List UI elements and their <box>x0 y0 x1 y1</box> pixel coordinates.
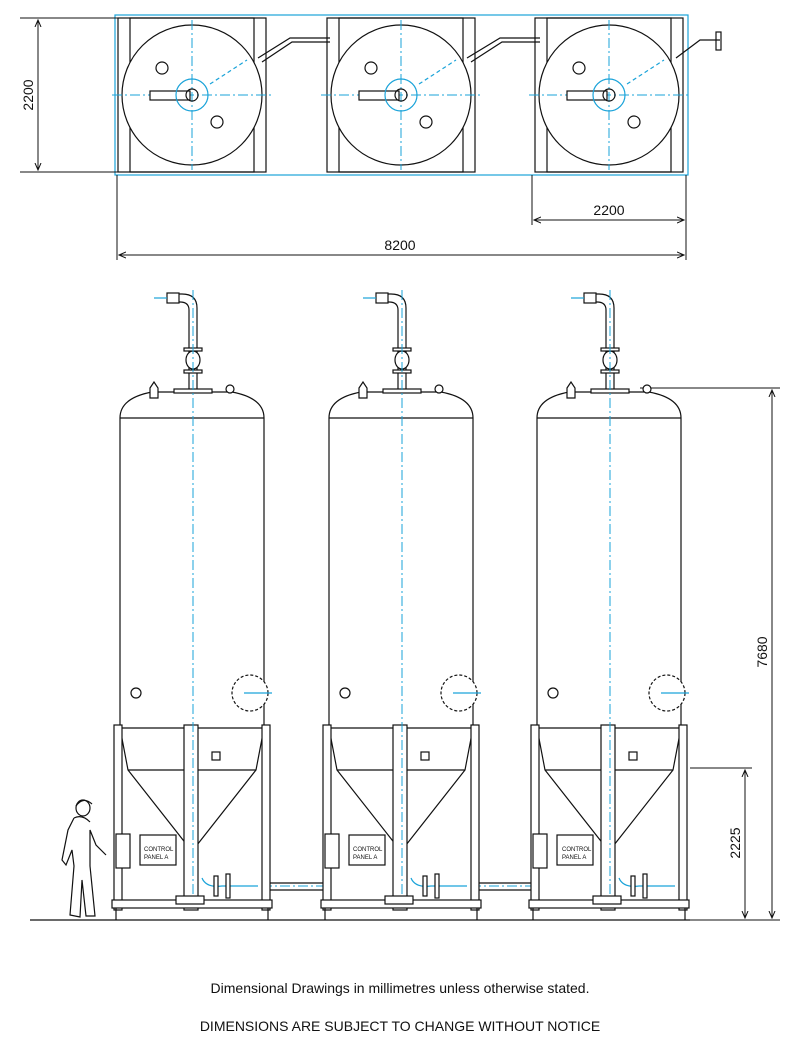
bottom-flange <box>434 873 440 899</box>
plan-arm <box>566 90 608 101</box>
tank-leg <box>470 724 480 911</box>
bottom-fitting <box>592 895 622 905</box>
bottom-pipe <box>201 877 258 887</box>
tank-leg <box>678 724 688 911</box>
plan-port <box>210 115 224 129</box>
tank-leg <box>322 724 332 911</box>
plan-outlet-pipe <box>675 39 720 59</box>
person-scale-figure <box>61 799 107 918</box>
control-box <box>324 833 340 869</box>
tank-leg <box>261 724 271 911</box>
plan-tank-unit <box>112 17 272 173</box>
top-pipe <box>376 301 399 392</box>
label-plate <box>420 751 430 761</box>
plan-pipe <box>261 41 330 63</box>
pipe-end <box>583 292 597 304</box>
plan-valve-assembly <box>418 59 457 85</box>
plan-valve-assembly <box>209 59 248 85</box>
plan-tank-unit <box>529 17 689 173</box>
pipe-end <box>375 292 389 304</box>
plan-arm <box>358 90 400 101</box>
plan-port <box>572 61 586 75</box>
plan-view <box>112 14 722 176</box>
lifting-lug <box>149 380 159 399</box>
control-panel-labels: CONTROL PANEL A CONTROL PANEL A CONTROL … <box>144 847 592 861</box>
bottom-pipe <box>618 877 675 887</box>
disclaimer-note: DIMENSIONS ARE SUBJECT TO CHANGE WITHOUT… <box>199 1018 601 1034</box>
pressure-valve <box>434 384 444 394</box>
plan-manway <box>175 78 209 112</box>
plan-port <box>627 115 641 129</box>
plan-tank-unit <box>321 17 481 173</box>
label-plate <box>211 751 221 761</box>
tank-centre-column <box>600 724 616 911</box>
control-panel-label: CONTROL <box>353 847 383 853</box>
units-note: Dimensional Drawings in millimetres unle… <box>210 980 590 996</box>
fermenter-tank <box>111 290 273 920</box>
elevation-view <box>30 290 780 921</box>
dim-plan-total-width: 8200 <box>384 237 415 253</box>
control-panel <box>556 834 594 866</box>
plan-port <box>419 115 433 129</box>
sight-glass <box>547 687 559 699</box>
tank-leg <box>530 724 540 911</box>
control-panel-label: CONTROL <box>144 847 174 853</box>
dim-cone-height: 2225 <box>727 827 743 858</box>
plan-hub <box>185 88 199 102</box>
sight-glass <box>339 687 351 699</box>
plan-arm <box>149 90 191 101</box>
control-box <box>532 833 548 869</box>
control-panel-label: PANEL A <box>353 855 377 861</box>
control-panel <box>348 834 386 866</box>
dim-elevation-height: 7680 <box>754 636 770 667</box>
top-pipe <box>167 301 190 392</box>
plan-pipe <box>257 37 330 59</box>
bottom-flange <box>642 873 648 899</box>
plan-outlet-flange <box>715 31 722 51</box>
bottom-flange <box>225 873 231 899</box>
fermenter-tank <box>528 290 690 920</box>
plan-hub <box>394 88 408 102</box>
fermenter-tank <box>320 290 482 920</box>
dim-plan-depth: 2200 <box>20 79 36 110</box>
top-pipe <box>584 301 607 392</box>
pipe-end <box>166 292 180 304</box>
plan-port <box>364 61 378 75</box>
plan-dimensions <box>20 17 687 260</box>
plan-manway <box>592 78 626 112</box>
lifting-lug <box>358 380 368 399</box>
plan-valve-assembly <box>626 59 665 85</box>
bottom-fitting <box>175 895 205 905</box>
plan-manway <box>384 78 418 112</box>
tank-centre-column <box>183 724 199 911</box>
bottom-fitting <box>384 895 414 905</box>
control-panel-label: PANEL A <box>144 855 168 861</box>
plan-pipe <box>470 41 540 63</box>
bottom-flange <box>422 875 428 897</box>
label-plate <box>628 751 638 761</box>
control-panel <box>139 834 177 866</box>
pressure-valve <box>642 384 652 394</box>
sight-glass <box>130 687 142 699</box>
control-panel-label: CONTROL <box>562 847 592 853</box>
bottom-flange <box>630 875 636 897</box>
dim-plan-unit-width: 2200 <box>593 202 624 218</box>
lifting-lug <box>566 380 576 399</box>
control-box <box>115 833 131 869</box>
pressure-valve <box>225 384 235 394</box>
plan-hub <box>602 88 616 102</box>
control-panel-label: PANEL A <box>562 855 586 861</box>
plan-pipe <box>466 37 540 59</box>
tank-leg <box>113 724 123 911</box>
tank-centre-column <box>392 724 408 911</box>
bottom-flange <box>213 875 219 897</box>
bottom-pipe <box>410 877 467 887</box>
plan-port <box>155 61 169 75</box>
